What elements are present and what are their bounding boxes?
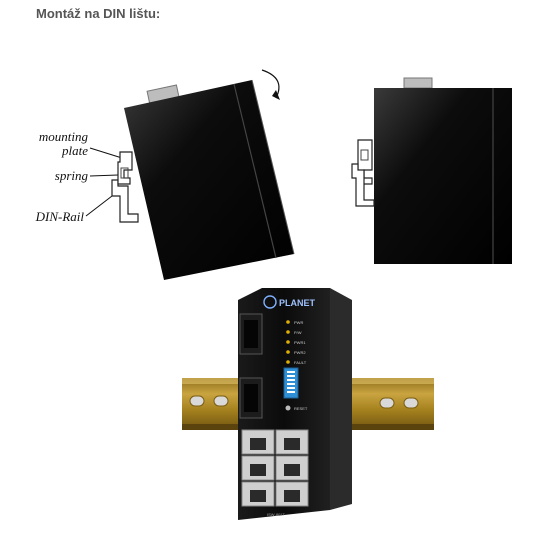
dip-switch-levers xyxy=(287,371,295,393)
mounting-plate-label: mounting plate xyxy=(18,130,88,158)
led-label-1: P/W xyxy=(294,330,302,335)
din-rail-profile xyxy=(111,179,139,223)
fiber-port-bottom-slot xyxy=(244,384,258,412)
led-label-4: FAULT xyxy=(294,360,307,365)
tilted-device-edge xyxy=(233,83,277,259)
model-label: ISW-801T xyxy=(267,512,285,517)
mounting-plate-label-line1: mounting xyxy=(38,129,88,144)
led-pw xyxy=(286,330,290,334)
spring-coil-2 xyxy=(360,149,369,161)
page-title: Montáž na DIN lištu: xyxy=(36,6,161,21)
mounted-device-body xyxy=(374,88,512,264)
planet-logo-icon xyxy=(263,295,277,309)
switch-side xyxy=(330,288,352,510)
brand-label: PLANET xyxy=(279,298,316,308)
spring-coil xyxy=(120,167,129,179)
led-pwr2 xyxy=(286,350,290,354)
led-fault xyxy=(286,360,290,364)
mounted-device-diagram xyxy=(351,77,512,264)
din-rail-profile-2 xyxy=(351,163,375,207)
reset-button xyxy=(285,405,291,411)
led-pwr1 xyxy=(286,340,290,344)
led-column: PWR P/W PWR1 PWR2 FAULT xyxy=(286,320,307,365)
leader-line-spring xyxy=(89,174,119,177)
tilted-device-body xyxy=(124,80,294,280)
din-rail-label: DIN-Rail xyxy=(35,209,84,224)
spring-label: spring xyxy=(54,168,88,183)
fiber-port-top-slot xyxy=(244,320,258,348)
reset-label: RESET xyxy=(294,406,308,411)
leader-line-din-rail xyxy=(85,195,113,217)
led-pwr xyxy=(286,320,290,324)
led-label-2: PWR1 xyxy=(294,340,306,345)
tilted-device-rim xyxy=(251,79,295,255)
mounting-plate-label-line2: plate xyxy=(62,143,88,158)
led-label-3: PWR2 xyxy=(294,350,306,355)
switch-photo: PLANET PWR P/W PWR1 PWR2 FAULT xyxy=(182,288,434,520)
top-mount-tab-2 xyxy=(403,77,433,89)
led-label-0: PWR xyxy=(294,320,303,325)
leader-line-mounting-plate xyxy=(89,147,123,159)
rotation-arrow-head xyxy=(272,90,280,100)
rj45-port-grid xyxy=(241,429,309,507)
tilted-device-diagram xyxy=(85,69,295,280)
din-rail-slots xyxy=(189,395,419,409)
